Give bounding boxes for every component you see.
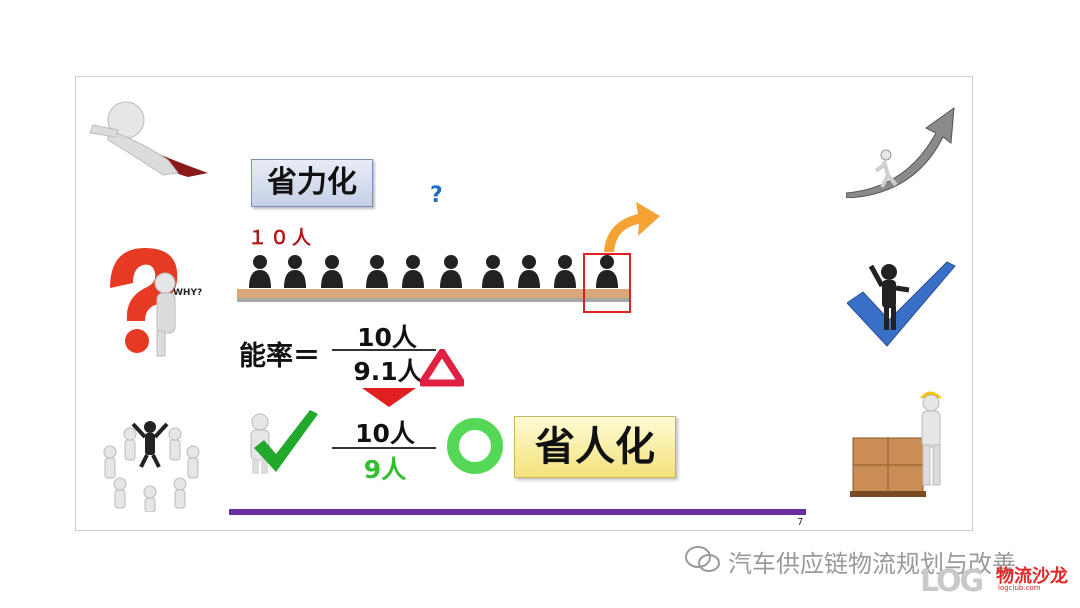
worker-figure: [245, 254, 275, 294]
approve-check-icon: [250, 410, 318, 474]
circle-mark-icon: [447, 418, 503, 474]
down-arrow-icon: [362, 388, 416, 407]
curved-arrow-icon: [604, 202, 660, 252]
fraction2-line: [332, 447, 436, 449]
team-circle-icon: [103, 421, 200, 512]
page-number: 7: [797, 517, 804, 528]
worker-figure: [478, 254, 508, 294]
question-why-icon: WHY?: [110, 248, 202, 357]
boxes-worker-icon: [850, 391, 942, 497]
worker-figure: [317, 254, 347, 294]
footer-bar: [229, 509, 806, 515]
worker-figure: [436, 254, 466, 294]
removed-worker-highlight: [583, 253, 631, 313]
worker-figure: [362, 254, 392, 294]
work-table: [237, 289, 629, 302]
worker-figure: [592, 254, 622, 294]
check-mark-person-icon: [847, 261, 956, 347]
result-tag: 省人化: [514, 416, 676, 478]
flying-hero-icon: [89, 101, 208, 177]
fraction2-denominator: 9人: [363, 455, 407, 484]
fraction1-denominator: 9.1人: [353, 357, 423, 386]
worker-count-label: １０人: [248, 227, 315, 249]
svg-text:WHY?: WHY?: [173, 288, 202, 298]
wechat-icon: [685, 546, 720, 572]
question-mark: ?: [430, 183, 443, 208]
worker-figure: [550, 254, 580, 294]
worker-figure: [514, 254, 544, 294]
rising-arrow-icon: [846, 106, 955, 198]
fraction1-numerator: 10人: [357, 323, 417, 352]
triangle-mark-icon: [420, 349, 464, 387]
watermark-brand: 物流沙龙: [996, 566, 1068, 587]
watermark-brand-url: logclub.com: [998, 584, 1041, 592]
fraction2-numerator: 10人: [355, 419, 415, 448]
worker-figure: [280, 254, 310, 294]
watermark-logo-text: LOG: [920, 564, 984, 599]
watermark-channel-name: 汽车供应链物流规划与改善: [728, 550, 1016, 578]
worker-figure: [398, 254, 428, 294]
fraction1-line: [332, 349, 436, 351]
title-tag: 省力化: [251, 159, 373, 207]
efficiency-label: 能率＝: [239, 341, 320, 372]
